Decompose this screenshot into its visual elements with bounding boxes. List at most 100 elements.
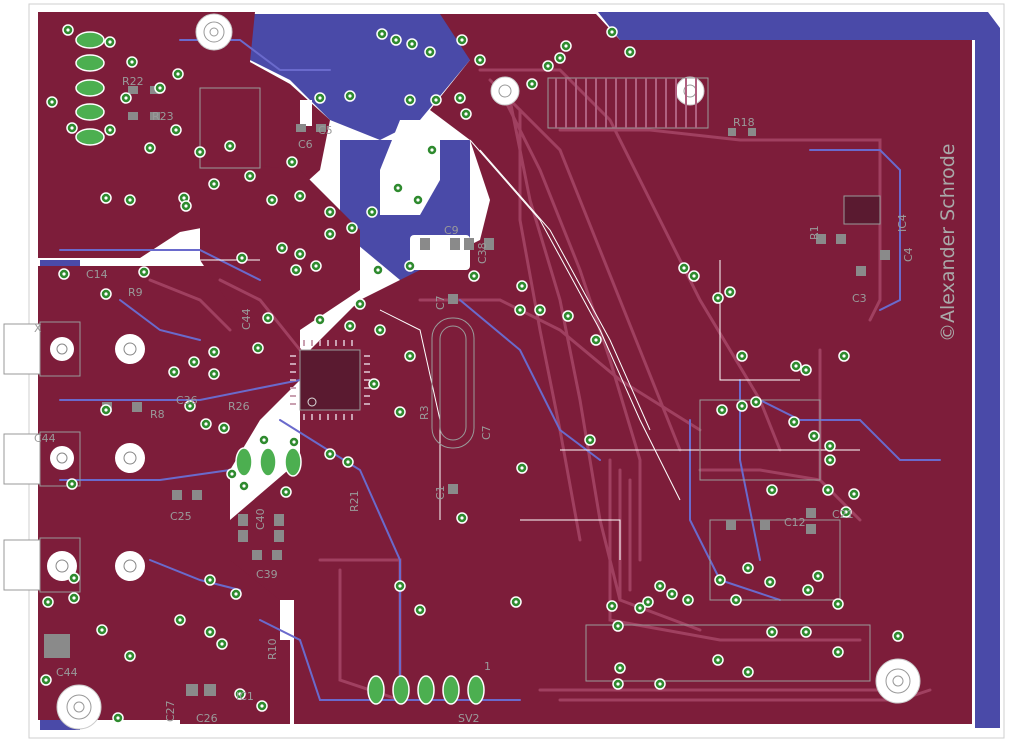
- via-drill: [184, 204, 188, 208]
- via-drill: [520, 466, 524, 470]
- via-drill: [618, 666, 622, 670]
- via-drill: [182, 196, 186, 200]
- label-c7: C7: [434, 295, 447, 310]
- ic-packages: C7: [199, 77, 881, 682]
- via-drill: [460, 38, 464, 42]
- via-drill: [682, 266, 686, 270]
- jack-x2: C44: [3, 431, 145, 487]
- label-r22: R22: [122, 75, 144, 88]
- via-drill: [142, 270, 146, 274]
- via-drill: [844, 510, 848, 514]
- via-drill: [812, 434, 816, 438]
- credit-text: ©Alexander Schrode: [937, 144, 959, 342]
- via-drill: [754, 400, 758, 404]
- jack-x2-label: C44: [34, 432, 56, 445]
- via-drill: [208, 578, 212, 582]
- label-c39: C39: [256, 568, 278, 581]
- via-drill: [116, 716, 120, 720]
- via-drill: [408, 98, 412, 102]
- via-drill: [398, 584, 402, 588]
- jack-x3: [3, 537, 145, 593]
- via-drill: [828, 458, 832, 462]
- label-c12: C12: [784, 516, 806, 529]
- via-drill: [478, 58, 482, 62]
- via-drill: [792, 420, 796, 424]
- mounting-hole-bottom-right: [875, 658, 921, 704]
- via-drill: [770, 488, 774, 492]
- label-c6: C6: [298, 138, 313, 151]
- via-drill: [376, 268, 380, 272]
- label-c26: C26: [196, 712, 218, 725]
- via-drill: [768, 580, 772, 584]
- ic4-regulator: [843, 195, 881, 225]
- via-drill: [610, 604, 614, 608]
- via-drill: [212, 182, 216, 186]
- hole-top-mid: [490, 76, 520, 106]
- via-drill: [378, 328, 382, 332]
- via-drill: [588, 438, 592, 442]
- via-drill: [728, 290, 732, 294]
- label-c4x: C44: [56, 666, 78, 679]
- label-c9: C9: [444, 224, 459, 237]
- via-drill: [198, 150, 202, 154]
- via-drill: [348, 324, 352, 328]
- via-drill: [72, 576, 76, 580]
- via-drill: [234, 592, 238, 596]
- label-c25: C25: [170, 510, 192, 523]
- via-drill: [212, 372, 216, 376]
- via-drill: [260, 704, 264, 708]
- via-drill: [394, 38, 398, 42]
- label-c3: C3: [852, 292, 867, 305]
- via-drill: [770, 630, 774, 634]
- via-drill: [108, 40, 112, 44]
- via-drill: [284, 490, 288, 494]
- via-drill: [428, 50, 432, 54]
- via-drill: [408, 264, 412, 268]
- label-r9: R9: [128, 286, 143, 299]
- via-drill: [212, 350, 216, 354]
- via-drill: [220, 642, 224, 646]
- label-c38: C38: [476, 242, 489, 264]
- label-r10: R10: [266, 638, 279, 660]
- label-pin1: 1: [484, 660, 491, 673]
- via-drill: [104, 408, 108, 412]
- via-drill: [188, 404, 192, 408]
- via-drill: [836, 650, 840, 654]
- via-drill: [530, 82, 534, 86]
- via-drill: [314, 264, 318, 268]
- label-c40: C40: [254, 508, 267, 530]
- ribbon-connector-top: [547, 77, 709, 129]
- audio-jacks: X C44: [3, 321, 145, 593]
- label-c27: C27: [164, 700, 177, 722]
- via-drill: [104, 292, 108, 296]
- via-drill: [328, 232, 332, 236]
- via-drill: [290, 160, 294, 164]
- via-drill: [464, 112, 468, 116]
- label-c5: C5: [318, 124, 333, 137]
- via-drill: [256, 346, 260, 350]
- label-r21: R21: [348, 490, 361, 512]
- via-drill: [100, 628, 104, 632]
- via-drill: [514, 600, 518, 604]
- via-drill: [292, 440, 296, 444]
- top-copper-layer: [38, 12, 972, 724]
- via-drill: [670, 592, 674, 596]
- via-drill: [692, 274, 696, 278]
- via-drill: [228, 144, 232, 148]
- via-drill: [734, 598, 738, 602]
- via-drill: [740, 354, 744, 358]
- via-drill: [318, 318, 322, 322]
- via-drill: [794, 364, 798, 368]
- via-drill: [638, 606, 642, 610]
- via-drill: [148, 146, 152, 150]
- via-drill: [746, 670, 750, 674]
- via-drill: [248, 174, 252, 178]
- via-drill: [806, 588, 810, 592]
- via-drill: [294, 268, 298, 272]
- via-drill: [46, 600, 50, 604]
- via-drill: [472, 274, 476, 278]
- via-drill: [178, 618, 182, 622]
- via-drill: [410, 42, 414, 46]
- ic-top-left: [199, 87, 261, 169]
- via-drill: [72, 596, 76, 600]
